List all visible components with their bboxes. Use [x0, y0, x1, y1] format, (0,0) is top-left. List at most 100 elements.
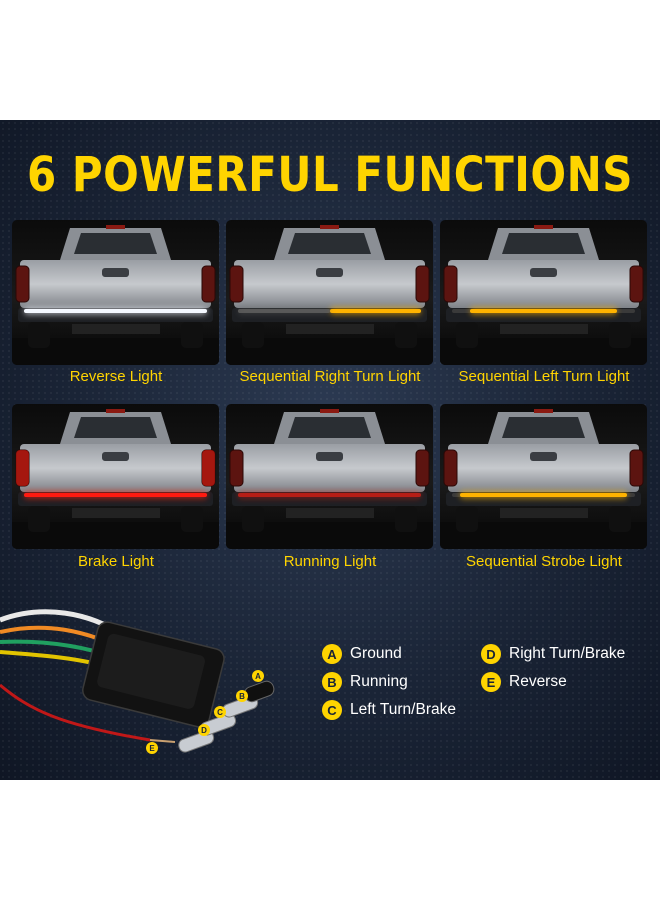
- function-caption: Brake Light: [78, 553, 154, 570]
- legend-item: E Reverse: [481, 669, 567, 695]
- left-taillight: [15, 265, 30, 303]
- truck-illustration: [12, 225, 219, 365]
- right-taillight-lit: [202, 450, 215, 486]
- third-brake-light: [534, 225, 553, 229]
- truck-illustration: [12, 409, 219, 549]
- wire-tip: [149, 739, 176, 743]
- left-tire: [242, 506, 264, 532]
- pin-letter: B: [239, 692, 245, 701]
- pin-letter: D: [201, 726, 207, 735]
- tailgate: [20, 260, 211, 308]
- plug-grip: [97, 633, 205, 709]
- truck-tile-reverse: [12, 220, 219, 365]
- left-taillight: [15, 449, 30, 487]
- legend-label: Reverse: [509, 673, 567, 690]
- truck-tile-left-turn: [440, 220, 647, 365]
- left-taillight: [443, 449, 458, 487]
- light-bar-lit: [24, 493, 207, 497]
- function-caption: Sequential Left Turn Light: [458, 368, 630, 385]
- function-caption: Sequential Right Turn Light: [239, 368, 421, 385]
- legend-label: Left Turn/Brake: [350, 701, 456, 718]
- right-tire: [181, 506, 203, 532]
- left-tire: [456, 506, 478, 532]
- left-taillight: [443, 265, 458, 303]
- legend-label: Ground: [350, 645, 402, 662]
- legend-item: D Right Turn/Brake: [481, 641, 625, 667]
- right-tire: [181, 322, 203, 348]
- pin-markers: A B C D E: [146, 670, 264, 754]
- pin-letter: C: [217, 708, 223, 717]
- third-brake-light: [106, 225, 125, 229]
- light-bar-lit: [460, 493, 627, 497]
- right-tire: [395, 506, 417, 532]
- left-tire: [28, 322, 50, 348]
- left-tire: [242, 322, 264, 348]
- legend-badge: E: [481, 672, 501, 692]
- tailgate-handle: [316, 268, 343, 277]
- undercarriage: [286, 324, 374, 334]
- third-brake-light: [106, 409, 125, 413]
- tailgate: [234, 444, 425, 492]
- left-taillight-lit: [16, 450, 29, 486]
- tailgate-handle: [530, 452, 557, 461]
- light-bar-lit: [330, 309, 421, 313]
- left-tire: [28, 506, 50, 532]
- pin-b: [178, 730, 215, 753]
- tailgate: [448, 260, 639, 308]
- connector-plug-illustration: A B C D E: [0, 609, 275, 754]
- truck-tile-strobe: [440, 404, 647, 549]
- right-tire: [395, 322, 417, 348]
- truck-tile-right-turn: [226, 220, 433, 365]
- tailgate: [234, 260, 425, 308]
- function-caption: Reverse Light: [69, 368, 163, 385]
- truck-illustration: [226, 225, 433, 365]
- truck-illustration: [226, 409, 433, 549]
- right-taillight: [201, 265, 216, 303]
- tailgate-handle: [102, 268, 129, 277]
- rear-window: [74, 417, 157, 438]
- tailgate-handle: [316, 452, 343, 461]
- rear-window: [74, 233, 157, 254]
- tailgate-handle: [102, 452, 129, 461]
- undercarriage: [72, 508, 160, 518]
- left-taillight: [229, 265, 244, 303]
- light-bar-lit: [470, 309, 617, 313]
- red-wire: [0, 683, 151, 742]
- third-brake-light: [320, 225, 339, 229]
- legend-label: Running: [350, 673, 408, 690]
- legend-badge: D: [481, 644, 501, 664]
- page-title: 6 POWERFUL FUNCTIONS: [26, 146, 634, 203]
- legend-badge: C: [322, 700, 342, 720]
- light-bar-lit: [238, 309, 330, 313]
- right-taillight: [201, 449, 216, 487]
- rear-window: [502, 233, 585, 254]
- left-taillight: [229, 449, 244, 487]
- light-bar-lit: [238, 493, 421, 497]
- rear-window: [288, 417, 371, 438]
- tailgate: [448, 444, 639, 492]
- right-tire: [609, 506, 631, 532]
- undercarriage: [286, 508, 374, 518]
- tailgate-handle: [530, 268, 557, 277]
- function-caption: Sequential Strobe Light: [466, 553, 622, 570]
- right-taillight: [415, 449, 430, 487]
- legend-item: A Ground: [322, 641, 402, 667]
- legend-label: Right Turn/Brake: [509, 645, 626, 662]
- legend-badge: A: [322, 644, 342, 664]
- feature-panel: 6 POWERFUL FUNCTIONS Reverse Light Seque…: [0, 120, 660, 780]
- right-taillight: [629, 265, 644, 303]
- pin-letter: E: [149, 744, 155, 753]
- truck-illustration: [440, 409, 647, 549]
- truck-tile-brake: [12, 404, 219, 549]
- truck-tile-running: [226, 404, 433, 549]
- light-bar-lit: [24, 309, 207, 313]
- truck-illustration: [440, 225, 647, 365]
- right-taillight: [629, 449, 644, 487]
- legend-item: C Left Turn/Brake: [322, 697, 456, 723]
- undercarriage: [500, 324, 588, 334]
- legend-item: B Running: [322, 669, 408, 695]
- third-brake-light: [320, 409, 339, 413]
- ground-socket: [243, 680, 275, 703]
- legend-badge: B: [322, 672, 342, 692]
- undercarriage: [72, 324, 160, 334]
